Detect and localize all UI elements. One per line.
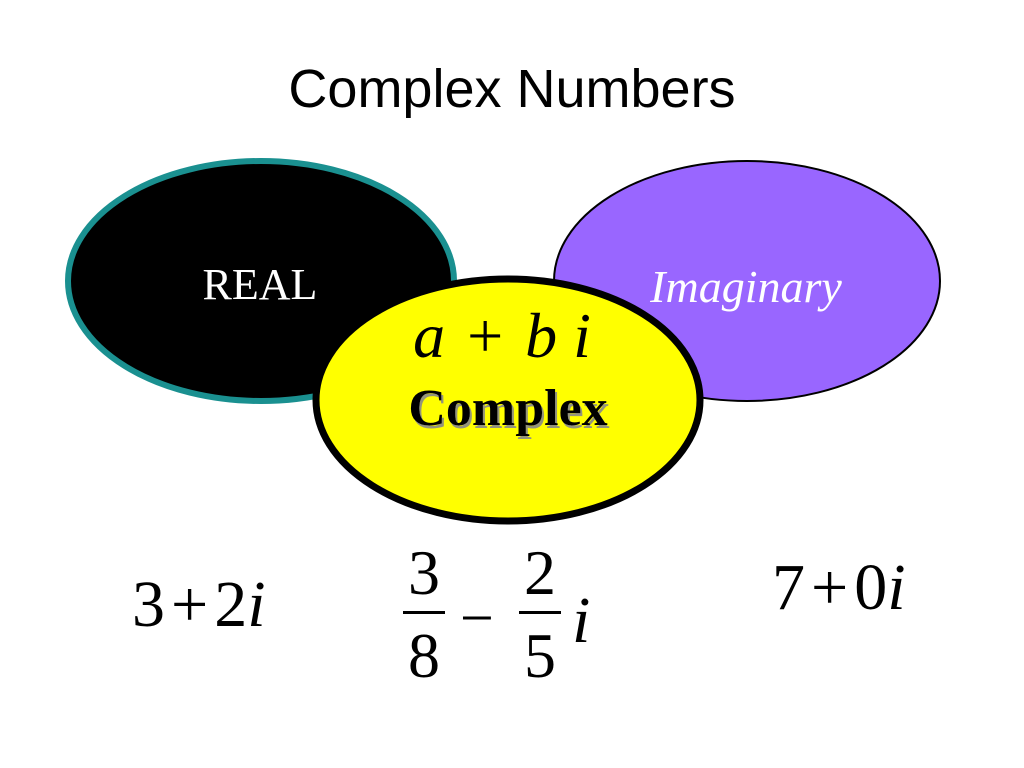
fraction-bar	[519, 611, 561, 614]
complex-ellipse	[312, 275, 704, 525]
fraction-bar	[403, 611, 445, 614]
complex-form-expression: a + b i	[413, 300, 591, 371]
example-2-operator: −	[460, 585, 494, 651]
example-2-fraction-1: 3 8	[398, 541, 450, 688]
complex-form-plus: +	[467, 300, 503, 371]
example-2-denominator-1: 8	[408, 620, 440, 691]
example-2-i: i	[572, 584, 591, 657]
example-2-numerator-1: 3	[408, 537, 440, 608]
example-1-real-part: 3	[132, 568, 165, 641]
example-1-imag-unit: i	[247, 568, 266, 641]
complex-form-i: i	[573, 300, 591, 371]
slide-title: Complex Numbers	[288, 59, 736, 119]
example-7-plus-0i: 7+0i	[772, 555, 906, 621]
complex-label: Complex	[408, 380, 607, 437]
example-2-denominator-2: 5	[524, 620, 556, 691]
complex-form-a: a	[413, 300, 445, 371]
example-2-fraction-2: 2 5	[514, 541, 566, 688]
example-3-real-part: 7	[772, 551, 805, 624]
example-3-imag-unit: i	[887, 551, 906, 624]
example-2-numerator-2: 2	[524, 537, 556, 608]
example-2-imag-unit: i	[572, 588, 590, 654]
imaginary-label: Imaginary	[649, 261, 842, 312]
example-3-plus-2i: 3+2i	[132, 572, 266, 638]
example-1-operator: +	[171, 568, 209, 641]
real-label: REAL	[203, 260, 318, 309]
example-1-imag-coefficient: 2	[214, 568, 248, 641]
complex-form-b: b	[525, 300, 557, 371]
example-3-operator: +	[811, 551, 849, 624]
example-3-imag-coefficient: 0	[854, 551, 888, 624]
